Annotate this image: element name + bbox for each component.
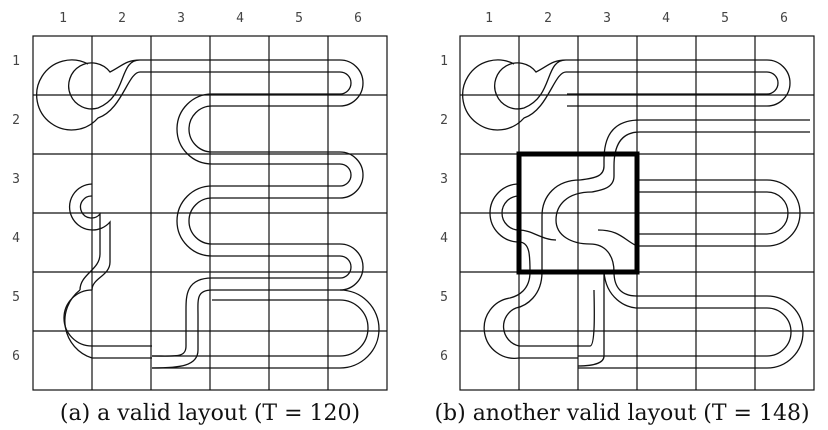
track-piece bbox=[567, 59, 791, 107]
track-piece bbox=[489, 183, 520, 243]
track-piece bbox=[567, 71, 779, 95]
track-piece bbox=[578, 289, 595, 347]
row-label: 2 bbox=[12, 113, 20, 128]
track-piece bbox=[578, 295, 804, 369]
highlight-box bbox=[516, 151, 640, 275]
track-piece bbox=[577, 272, 605, 367]
panel-a: 1 2 3 4 5 6 1 2 3 4 5 6 bbox=[12, 11, 388, 426]
col-label: 4 bbox=[662, 11, 670, 26]
col-label: 6 bbox=[354, 11, 362, 26]
col-label: 4 bbox=[236, 11, 244, 26]
track-piece bbox=[151, 289, 213, 369]
track-piece bbox=[152, 59, 364, 245]
track-piece bbox=[68, 183, 111, 291]
track-piece bbox=[212, 255, 352, 279]
track-piece bbox=[591, 131, 810, 193]
track-piece bbox=[501, 195, 520, 231]
col-label: 5 bbox=[721, 11, 729, 26]
col-label: 2 bbox=[544, 11, 552, 26]
track-piece bbox=[152, 71, 352, 257]
track-piece bbox=[462, 59, 578, 131]
track-piece bbox=[494, 59, 578, 110]
track-piece bbox=[555, 191, 615, 273]
col-label: 1 bbox=[59, 11, 67, 26]
track-piece bbox=[212, 243, 364, 291]
row-label: 3 bbox=[440, 172, 448, 187]
track-piece bbox=[79, 195, 101, 291]
row-label: 1 bbox=[440, 54, 448, 69]
track-piece bbox=[151, 277, 213, 357]
track-piece bbox=[637, 179, 801, 247]
track-piece bbox=[68, 59, 152, 110]
track-piece bbox=[339, 289, 380, 369]
track-piece bbox=[502, 271, 578, 347]
track-a bbox=[36, 59, 380, 369]
row-label: 5 bbox=[12, 290, 20, 305]
panel-b: 1 2 3 4 5 6 1 2 3 4 5 6 bbox=[434, 11, 815, 426]
col-label: 3 bbox=[603, 11, 611, 26]
col-label: 6 bbox=[780, 11, 788, 26]
row-label: 6 bbox=[440, 349, 448, 364]
row-label: 5 bbox=[440, 290, 448, 305]
track-piece bbox=[64, 289, 152, 359]
row-label: 1 bbox=[12, 54, 20, 69]
track-piece bbox=[613, 271, 638, 297]
track-piece bbox=[36, 59, 152, 131]
col-label: 2 bbox=[118, 11, 126, 26]
track-piece bbox=[578, 307, 792, 357]
track-piece bbox=[637, 191, 789, 235]
row-label: 6 bbox=[12, 349, 20, 364]
col-label: 1 bbox=[485, 11, 493, 26]
track-piece bbox=[483, 271, 578, 359]
track-piece bbox=[339, 299, 369, 357]
grid bbox=[32, 35, 388, 391]
row-label: 3 bbox=[12, 172, 20, 187]
track-piece bbox=[63, 289, 152, 347]
track-b bbox=[462, 59, 810, 369]
track-piece bbox=[603, 271, 638, 309]
col-label: 5 bbox=[295, 11, 303, 26]
track-piece bbox=[597, 229, 638, 247]
caption: (b) another valid layout (T = 148) bbox=[434, 401, 809, 426]
row-label: 4 bbox=[12, 231, 20, 246]
caption: (a) a valid layout (T = 120) bbox=[60, 401, 360, 426]
track-piece bbox=[541, 179, 581, 272]
col-label: 3 bbox=[177, 11, 185, 26]
row-label: 4 bbox=[440, 231, 448, 246]
track-piece bbox=[518, 229, 557, 241]
row-label: 2 bbox=[440, 113, 448, 128]
track-piece bbox=[579, 119, 810, 181]
